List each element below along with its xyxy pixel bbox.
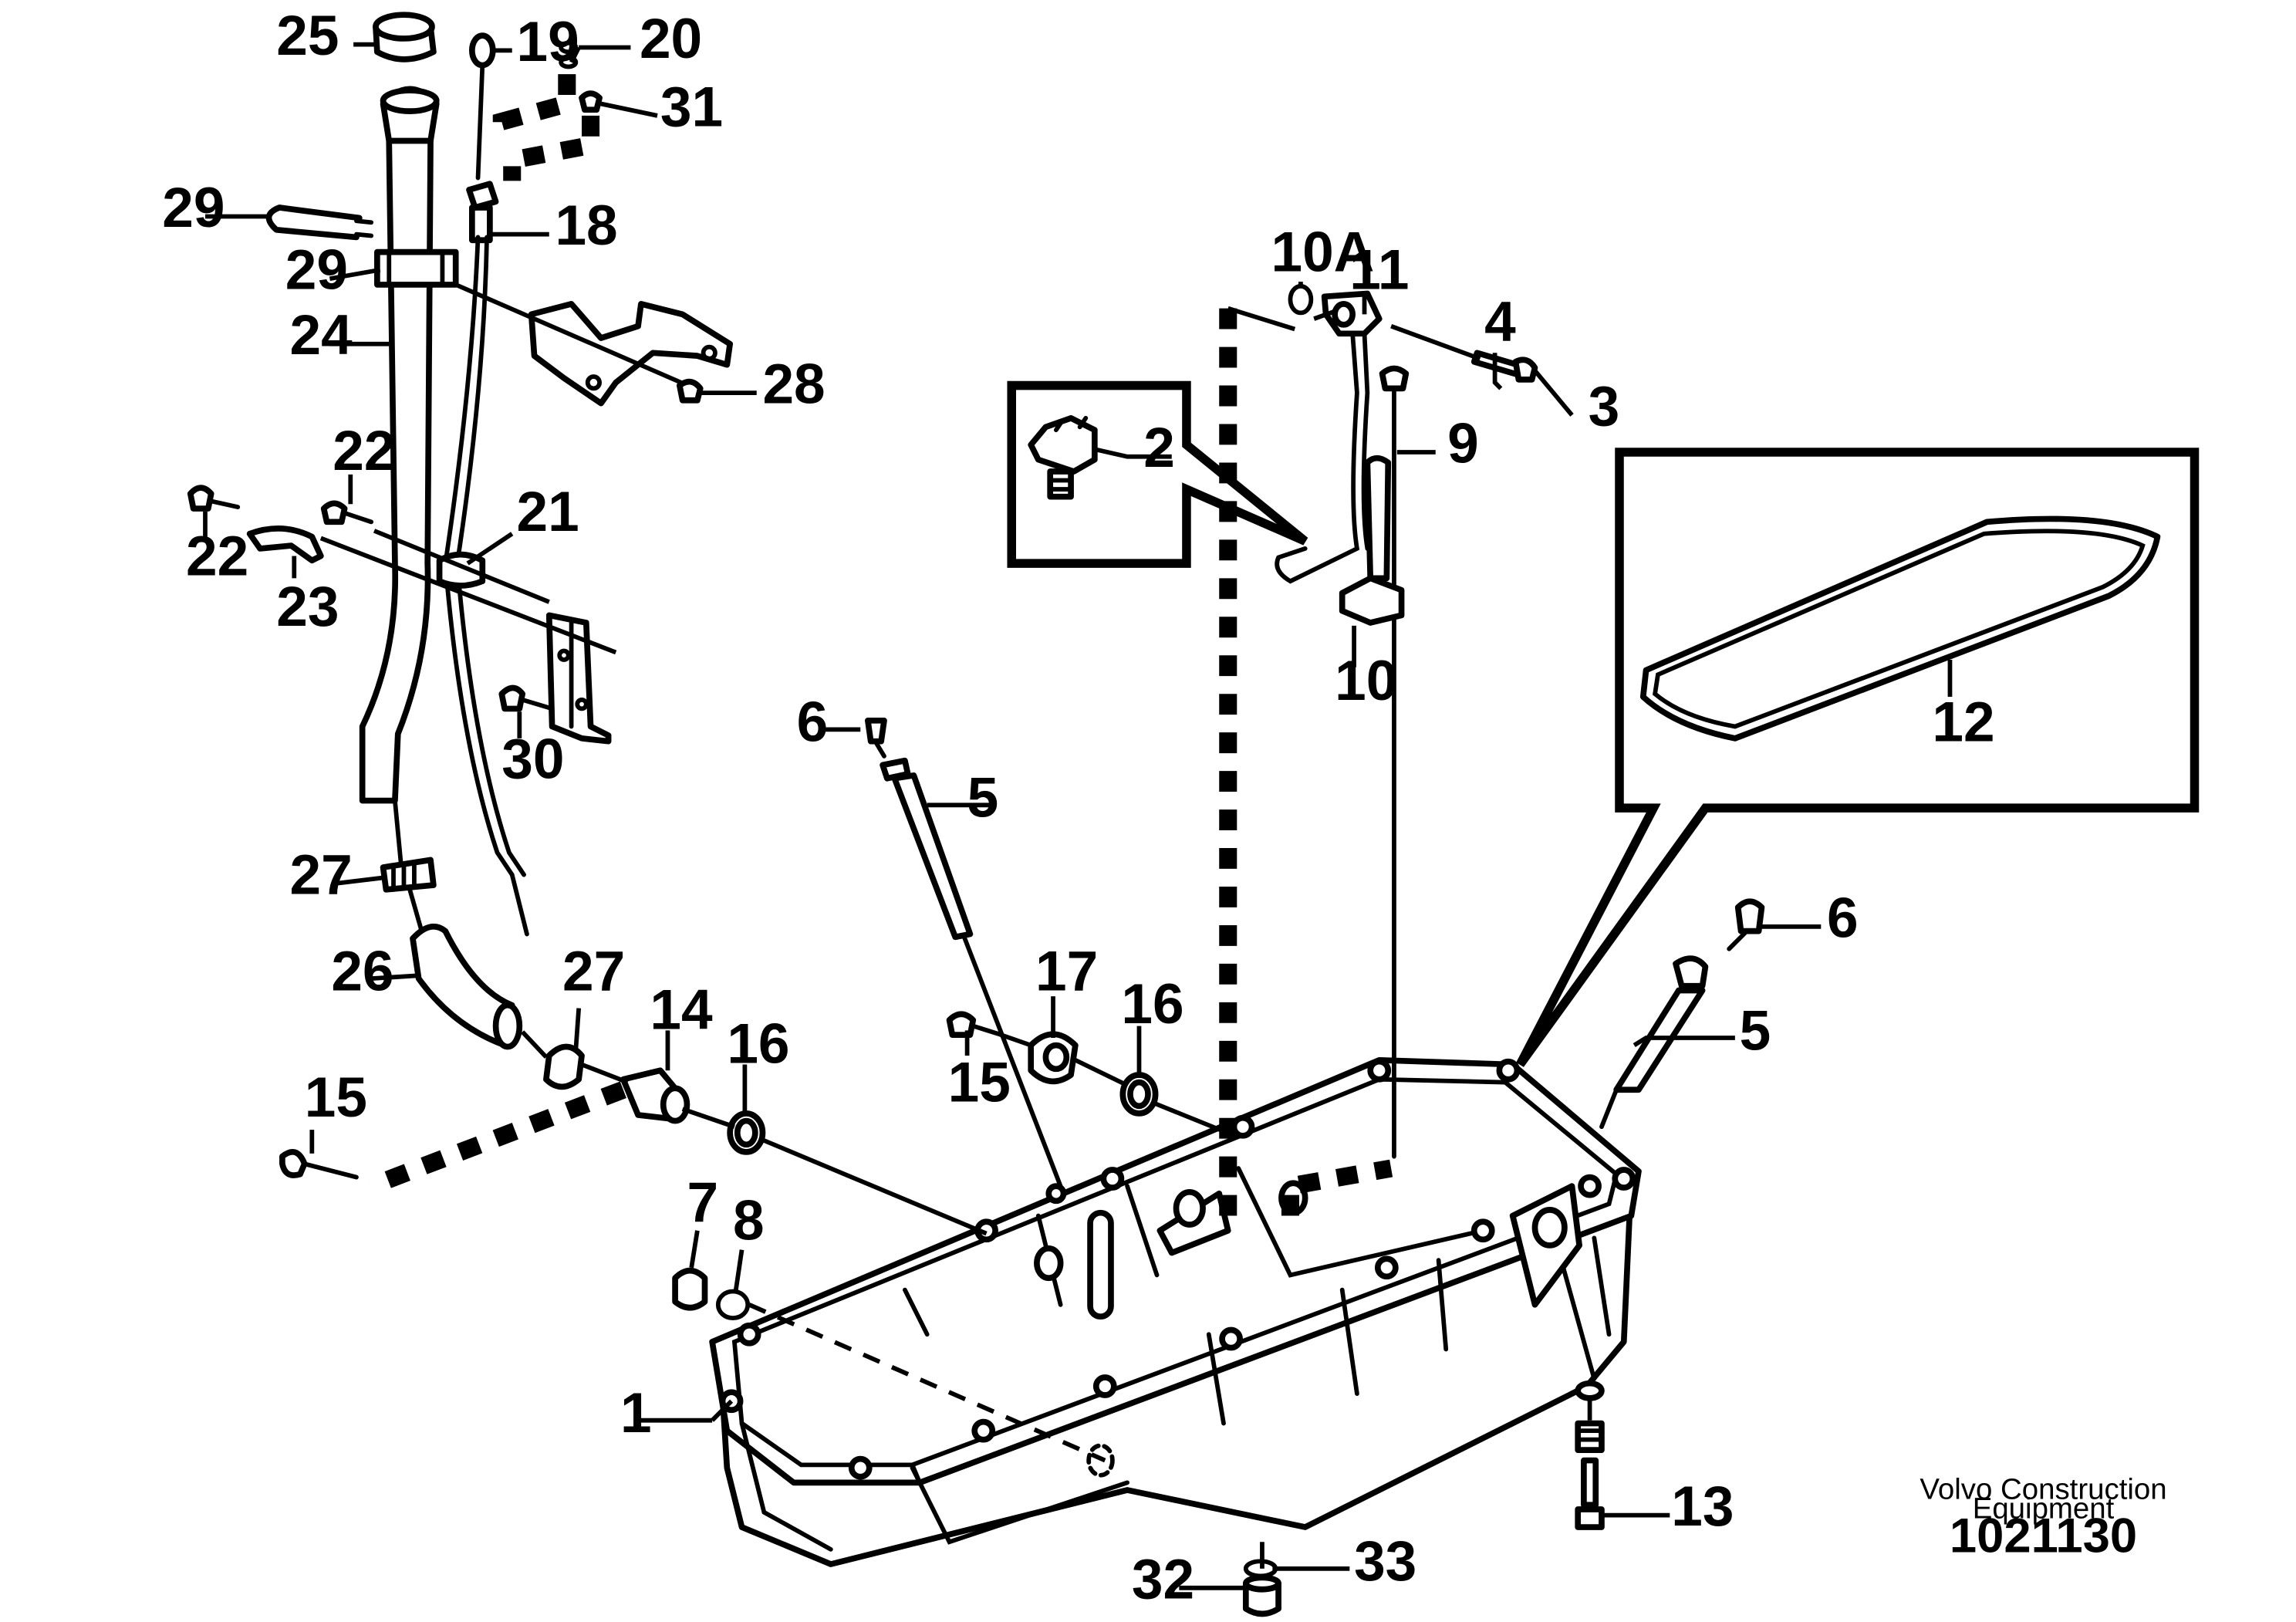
callout-23: 23 xyxy=(276,576,339,638)
dipstick-center xyxy=(865,717,1063,1188)
callout-31: 31 xyxy=(660,76,723,138)
callout-13: 13 xyxy=(1671,1475,1734,1538)
callout-16-left: 16 xyxy=(727,1013,789,1076)
callout-8: 8 xyxy=(733,1189,765,1252)
callout-24: 24 xyxy=(290,304,353,367)
callout-5-right: 5 xyxy=(1740,999,1771,1062)
callout-11: 11 xyxy=(1349,239,1409,302)
callout-25: 25 xyxy=(276,5,339,67)
callout-27-right: 27 xyxy=(562,940,625,1002)
callout-10a: 10A xyxy=(1271,221,1374,284)
inset-gasket-detail xyxy=(1516,448,2200,1067)
callout-32: 32 xyxy=(1132,1548,1194,1610)
callout-21: 21 xyxy=(516,481,579,543)
brand-line-2: Equipment xyxy=(1973,1492,2115,1526)
callout-5-center: 5 xyxy=(967,767,999,830)
assembly-center-lines xyxy=(319,74,1592,1569)
oil-pan xyxy=(709,1056,1642,1567)
drawing-number: 1021130 xyxy=(1950,1509,2137,1563)
callout-4: 4 xyxy=(1484,291,1516,353)
callout-labels: 1 2 3 4 5 5 6 6 7 8 9 10 10A 11 12 13 14… xyxy=(162,5,1994,1610)
dipstick-right xyxy=(1599,898,1765,1130)
callout-33: 33 xyxy=(1354,1530,1416,1593)
callout-leaders xyxy=(203,42,1953,1590)
callout-10: 10 xyxy=(1335,650,1397,712)
sensor-group-center xyxy=(946,1011,1159,1117)
inset-sensor-detail xyxy=(1007,380,1308,568)
level-sensor-group xyxy=(1275,283,1538,1159)
callout-9: 9 xyxy=(1447,412,1479,475)
callout-1: 1 xyxy=(620,1382,652,1445)
callout-15-left: 15 xyxy=(305,1066,367,1129)
callout-20: 20 xyxy=(640,8,702,70)
callout-6-center: 6 xyxy=(797,691,829,754)
title-block: Volvo Construction Equipment 1021130 xyxy=(1920,1473,2166,1563)
callout-7: 7 xyxy=(687,1171,718,1234)
callout-27-left: 27 xyxy=(290,844,353,907)
callout-2: 2 xyxy=(1143,417,1175,479)
callout-30: 30 xyxy=(501,728,564,791)
callout-14: 14 xyxy=(650,978,713,1041)
callout-19: 19 xyxy=(516,11,579,73)
callout-12: 12 xyxy=(1932,691,1994,754)
brand-line-1: Volvo Construction xyxy=(1920,1473,2166,1506)
callout-15-center: 15 xyxy=(948,1052,1011,1114)
callout-22-upper: 22 xyxy=(333,420,395,482)
callout-16-center: 16 xyxy=(1121,973,1183,1036)
callout-22-lower: 22 xyxy=(186,525,248,587)
callout-28: 28 xyxy=(762,353,825,416)
callout-18: 18 xyxy=(555,194,617,257)
oil-filler-tube-assembly xyxy=(265,12,766,1180)
mounting-brackets xyxy=(187,301,734,745)
callout-17: 17 xyxy=(1035,940,1098,1002)
callout-26: 26 xyxy=(331,940,393,1002)
callout-6-right: 6 xyxy=(1827,887,1859,949)
callout-29-upper: 29 xyxy=(162,177,225,239)
callout-3: 3 xyxy=(1589,375,1620,438)
drain-plug-side xyxy=(672,1267,751,1320)
callout-29-lower: 29 xyxy=(285,239,348,302)
mounting-stud-set xyxy=(1575,1380,1605,1530)
